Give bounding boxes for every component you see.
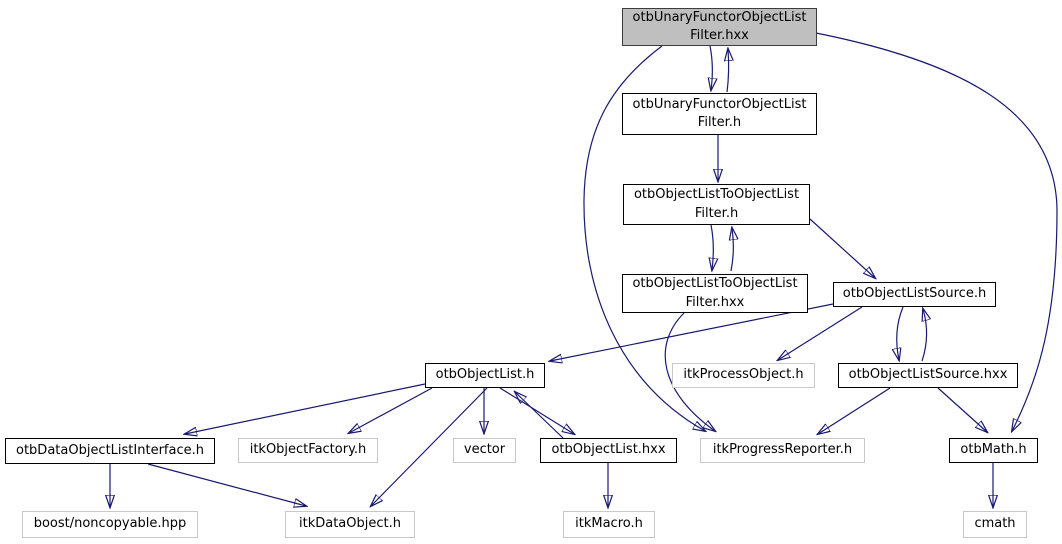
node-cmath: cmath — [963, 511, 1027, 538]
edge-otbObjectListToObjectListFilter.h-to-otbObjectListSource.h — [809, 218, 875, 278]
edge-otbObjectListToObjectListFilter.h-to-otbObjectListToObjectListFilter.hxx — [711, 224, 713, 270]
node-itkProgressReporter-h: itkProgressReporter.h — [700, 438, 865, 463]
node-vector: vector — [453, 438, 516, 463]
edge-otbObjectListSource.hxx-to-otbMath.h — [937, 387, 987, 432]
edge-otbObjectList.h-to-itkDataObject.h — [371, 387, 488, 506]
edge-otbDataObjectListInterface.h-to-itkDataObject.h — [147, 463, 306, 506]
edge-otbObjectListSource.hxx-to-itkProgressReporter.h — [818, 387, 891, 434]
edge-otbObjectList.h-to-otbObjectList.hxx — [499, 387, 574, 434]
edge-otbUnaryFunctorObjectListFilter.hxx-to-otbMath.h — [815, 32, 1058, 431]
node-itkDataObject-h: itkDataObject.h — [285, 511, 415, 538]
edge-otbObjectListSource.h-to-otbObjectList.h — [550, 303, 834, 361]
node-boost-noncopyable-hpp: boost/noncopyable.hpp — [22, 511, 198, 538]
edge-otbObjectList.h-to-otbDataObjectListInterface.h — [185, 383, 426, 434]
node-itkObjectFactory-h: itkObjectFactory.h — [238, 438, 378, 463]
node-otbObjectList-hxx[interactable]: otbObjectList.hxx — [540, 438, 677, 463]
edge-otbObjectListToObjectListFilter.hxx-to-otbObjectListToObjectListFilter.h — [731, 228, 733, 272]
node-otbObjectListSource-hxx[interactable]: otbObjectListSource.hxx — [838, 363, 1018, 388]
edge-otbObjectList.hxx-to-otbObjectList.h — [515, 392, 564, 439]
node-otbObjectListToObjectListFilter-hxx[interactable]: otbObjectListToObjectList Filter.hxx — [622, 274, 808, 313]
edge-otbUnaryFunctorObjectListFilter.hxx-to-itkProgressReporter.h — [583, 45, 705, 431]
edge-otbUnaryFunctorObjectListFilter.h-to-otbUnaryFunctorObjectListFilter.hxx — [727, 49, 729, 93]
node-otbObjectList-h[interactable]: otbObjectList.h — [425, 363, 545, 388]
edge-otbObjectListSource.hxx-to-otbObjectListSource.h — [921, 309, 927, 362]
edge-otbObjectListToObjectListFilter.hxx-to-itkProgressReporter.h — [664, 312, 715, 431]
edge-otbUnaryFunctorObjectListFilter.hxx-to-otbUnaryFunctorObjectListFilter.h — [710, 45, 712, 90]
edge-otbObjectListSource.h-to-otbObjectListSource.hxx — [897, 306, 904, 360]
node-itkMacro-h: itkMacro.h — [563, 511, 655, 538]
node-otbUnaryFunctorObjectListFilter-hxx: otbUnaryFunctorObjectList Filter.hxx — [622, 8, 817, 46]
node-otbObjectListToObjectListFilter-h[interactable]: otbObjectListToObjectList Filter.h — [623, 184, 810, 225]
node-otbDataObjectListInterface-h[interactable]: otbDataObjectListInterface.h — [5, 438, 215, 464]
node-itkProcessObject-h: itkProcessObject.h — [672, 363, 815, 388]
node-otbMath-h[interactable]: otbMath.h — [949, 438, 1038, 463]
node-otbUnaryFunctorObjectListFilter-h[interactable]: otbUnaryFunctorObjectList Filter.h — [622, 93, 817, 135]
node-otbObjectListSource-h[interactable]: otbObjectListSource.h — [833, 282, 996, 307]
edge-otbObjectListSource.h-to-itkProcessObject.h — [778, 306, 863, 360]
edge-otbObjectList.h-to-itkObjectFactory.h — [349, 387, 433, 433]
